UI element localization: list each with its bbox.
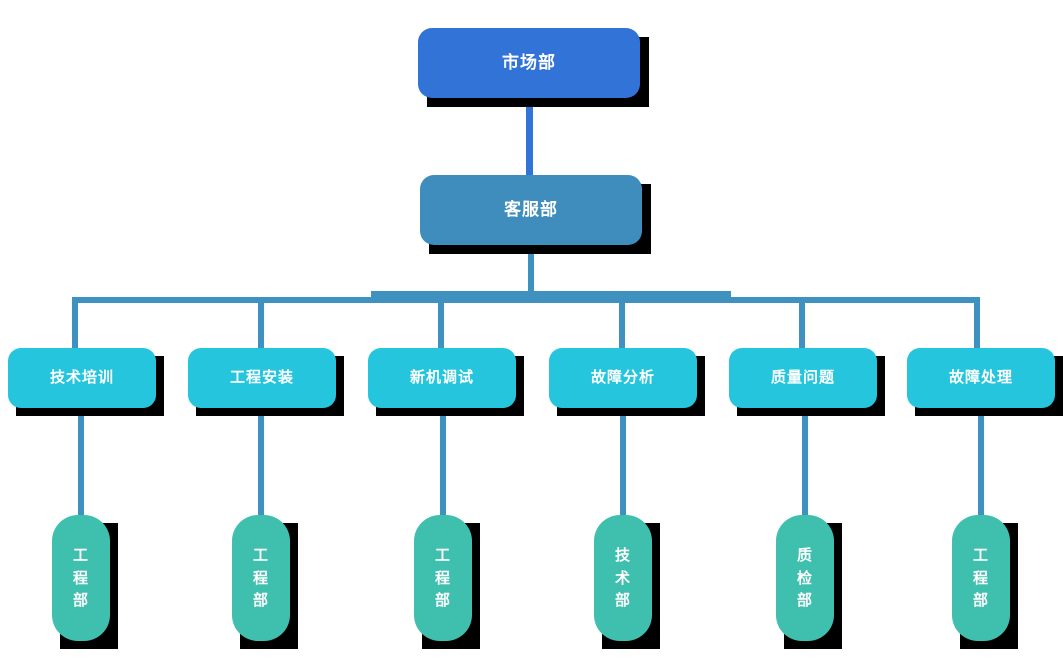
node-body <box>368 348 516 408</box>
connector-bus-drop-6 <box>974 297 980 351</box>
org-node-level4-quality-inspection[interactable]: 质 检 部 <box>776 515 842 649</box>
org-node-label: 新机调试 <box>409 368 474 387</box>
org-node-label: 质 检 部 <box>796 545 813 610</box>
node-body <box>414 515 472 641</box>
org-node-label: 故障处理 <box>948 368 1013 387</box>
connector-level3-to-level4-6 <box>978 406 984 522</box>
org-node-label: 工 程 部 <box>434 545 451 610</box>
org-node-label: 工 程 部 <box>972 545 989 610</box>
node-body <box>418 28 640 98</box>
org-node-label: 市场部 <box>502 52 556 73</box>
node-body <box>907 348 1055 408</box>
connector-bus-drop-5 <box>799 297 805 351</box>
org-node-level3-quality-issues[interactable]: 质量问题 <box>729 348 885 416</box>
org-node-label: 质量问题 <box>770 368 835 387</box>
org-node-label: 工程安装 <box>229 368 294 387</box>
org-node-label: 工 程 部 <box>252 545 269 610</box>
connector-bus-raised <box>371 291 731 297</box>
org-node-label: 技 术 部 <box>614 545 631 610</box>
node-body <box>776 515 834 641</box>
connector-level3-to-level4-1 <box>78 406 84 522</box>
node-body <box>188 348 336 408</box>
org-node-label: 工 程 部 <box>72 545 89 610</box>
connector-level1-to-level2 <box>526 96 533 178</box>
org-node-label: 客服部 <box>504 199 558 220</box>
node-body <box>232 515 290 641</box>
org-node-level3-engineering-installation[interactable]: 工程安装 <box>188 348 344 416</box>
org-node-level2-customer-service[interactable]: 客服部 <box>420 175 651 254</box>
org-node-level1-marketing[interactable]: 市场部 <box>418 28 649 107</box>
node-body <box>952 515 1010 641</box>
org-node-level3-fault-analysis[interactable]: 故障分析 <box>549 348 705 416</box>
node-body <box>594 515 652 641</box>
org-node-label: 技术培训 <box>49 368 114 387</box>
node-body <box>729 348 877 408</box>
connector-bus-drop-3 <box>438 291 444 351</box>
node-body <box>8 348 156 408</box>
org-node-label: 故障分析 <box>590 368 655 387</box>
node-body <box>52 515 110 641</box>
org-node-level4-engineering-2[interactable]: 工 程 部 <box>232 515 298 649</box>
connector-level3-to-level4-4 <box>620 406 626 522</box>
org-node-level4-engineering-1[interactable]: 工 程 部 <box>52 515 118 649</box>
org-node-level4-engineering-4[interactable]: 工 程 部 <box>952 515 1018 649</box>
org-node-level3-fault-handling[interactable]: 故障处理 <box>907 348 1063 416</box>
org-node-level3-new-machine-commissioning[interactable]: 新机调试 <box>368 348 524 416</box>
connector-level3-to-level4-2 <box>258 406 264 522</box>
connector-bus-main <box>72 297 980 303</box>
org-node-level3-technical-training[interactable]: 技术培训 <box>8 348 164 416</box>
connector-bus-drop-1 <box>72 297 78 351</box>
connector-bus-drop-2 <box>258 297 264 351</box>
connector-level3-to-level4-3 <box>440 406 446 522</box>
node-body <box>420 175 642 245</box>
connector-level3-to-level4-5 <box>802 406 808 522</box>
node-body <box>549 348 697 408</box>
connector-bus-drop-4 <box>619 291 625 351</box>
org-node-level4-engineering-3[interactable]: 工 程 部 <box>414 515 480 649</box>
org-node-level4-technical[interactable]: 技 术 部 <box>594 515 660 649</box>
